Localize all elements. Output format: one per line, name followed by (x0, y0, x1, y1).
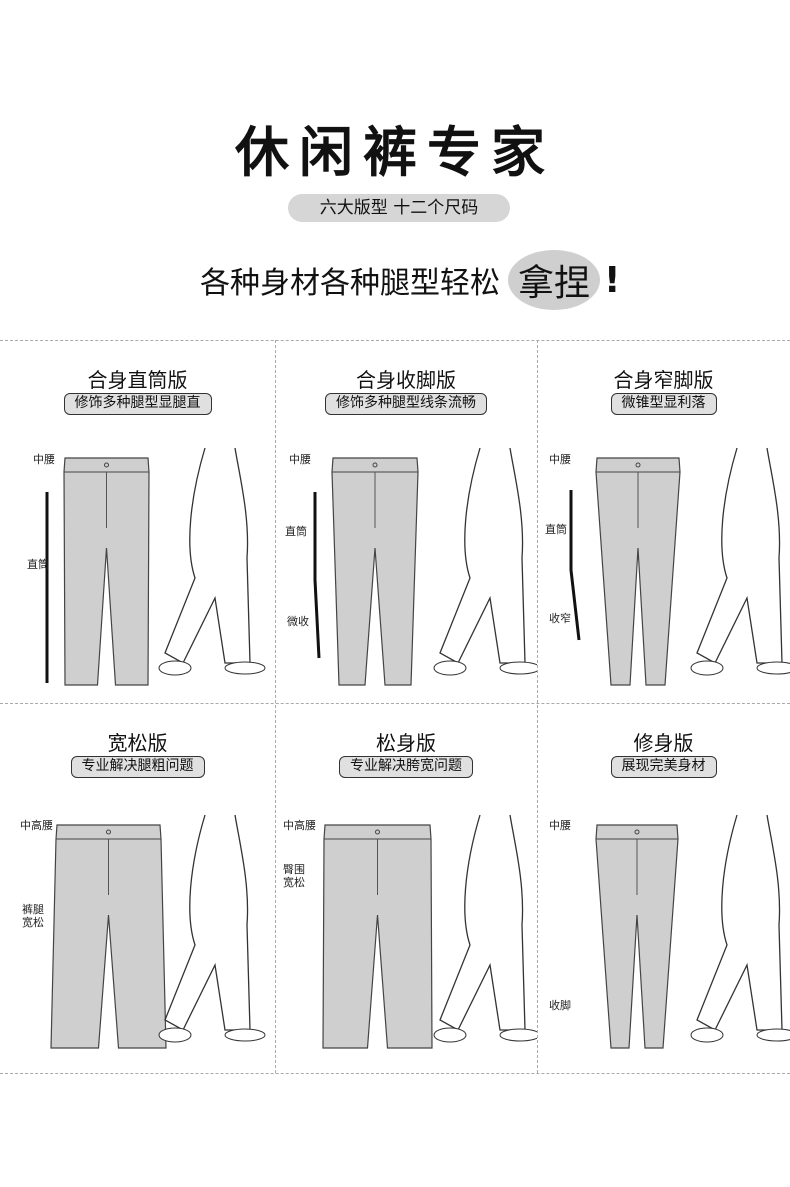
size-badge: 六大版型 十二个尺码 (288, 194, 510, 222)
walking-figure-drawing (164, 814, 251, 1031)
shoe-icon (158, 660, 192, 676)
shoe-icon (224, 1028, 266, 1042)
tagline-emphasis: 拿捏 (508, 250, 601, 310)
divider (0, 1073, 790, 1074)
style-subtitle: 展现完美身材 (610, 756, 717, 778)
annotation-label: 中腰 (549, 819, 571, 832)
button-icon (635, 462, 641, 468)
walking-figure-drawing (439, 814, 526, 1031)
pants-front-drawing (322, 824, 433, 1049)
button-icon (106, 829, 111, 835)
annotation-label: 直筒 (285, 525, 307, 538)
style-subtitle: 专业解决腿粗问题 (70, 756, 205, 778)
pants-illustration (313, 447, 537, 686)
style-title: 修身版 (633, 731, 694, 755)
button-icon (634, 829, 640, 835)
shoe-icon (690, 1027, 724, 1043)
annotation-label: 收脚 (549, 999, 571, 1012)
tagline: 各种身材各种腿型轻松 拿捏 ! (200, 250, 620, 310)
tagline-text: 各种身材各种腿型轻松 (200, 266, 500, 301)
style-card: 合身收脚版 修饰多种腿型线条流畅 中腰直筒微收 (275, 340, 537, 703)
divider (0, 340, 790, 341)
divider (0, 703, 790, 704)
style-card: 合身直筒版 修饰多种腿型显腿直 中腰直筒 (0, 340, 275, 703)
shoe-icon (499, 661, 537, 675)
shoe-icon (690, 660, 724, 676)
tagline-exclamation: ! (604, 259, 621, 301)
pants-illustration (569, 447, 790, 686)
button-icon (375, 829, 380, 835)
style-card: 宽松版 专业解决腿粗问题 中高腰裤腿 宽松 (0, 703, 275, 1066)
annotation-label: 微收 (287, 615, 309, 628)
annotation-label: 中腰 (549, 453, 571, 466)
divider (275, 340, 276, 1073)
annotation-label: 裤腿 宽松 (22, 903, 44, 929)
shoe-icon (756, 1028, 790, 1042)
style-title: 合身直筒版 (87, 368, 188, 392)
style-subtitle: 修饰多种腿型显腿直 (63, 393, 212, 415)
annotation-label: 收窄 (549, 612, 571, 625)
annotation-label: 中高腰 (283, 819, 316, 832)
style-subtitle: 微锥型显利落 (610, 393, 717, 415)
style-card: 修身版 展现完美身材 中腰收脚 (537, 703, 790, 1066)
walking-figure-drawing (696, 447, 783, 664)
style-card: 松身版 专业解决胯宽问题 中高腰臀围 宽松 (275, 703, 537, 1066)
pants-front-drawing (331, 457, 419, 686)
walking-figure-drawing (696, 814, 783, 1031)
style-subtitle: 专业解决胯宽问题 (339, 756, 473, 778)
walking-figure-drawing (439, 447, 526, 664)
pants-illustration (50, 814, 266, 1049)
button-icon (104, 462, 109, 468)
button-icon (372, 462, 378, 468)
pants-front-drawing (50, 824, 167, 1049)
annotation-label: 中腰 (289, 453, 311, 466)
pants-illustration (45, 447, 266, 686)
style-card: 合身窄脚版 微锥型显利落 中腰直筒收窄 (537, 340, 790, 703)
shape-guide-line (313, 492, 321, 659)
pants-front-drawing (595, 457, 681, 686)
shoe-icon (756, 661, 790, 675)
style-title: 松身版 (376, 731, 436, 755)
shoe-icon (433, 660, 467, 676)
annotation-label: 中腰 (33, 453, 55, 466)
shoe-icon (499, 1028, 537, 1042)
style-title: 合身窄脚版 (613, 368, 714, 392)
shoe-icon (224, 661, 266, 675)
page-title: 休闲裤专家 (235, 121, 555, 184)
walking-figure-drawing (164, 447, 251, 664)
shape-guide-line (569, 490, 581, 641)
shoe-icon (433, 1027, 467, 1043)
pants-illustration (595, 814, 790, 1049)
pants-front-drawing (595, 824, 679, 1049)
pants-illustration (322, 814, 537, 1049)
annotation-label: 臀围 宽松 (283, 863, 305, 889)
style-title: 合身收脚版 (356, 368, 456, 392)
style-title: 宽松版 (107, 731, 168, 755)
pants-front-drawing (63, 457, 150, 686)
divider (537, 340, 538, 1073)
annotation-label: 直筒 (27, 558, 49, 571)
style-subtitle: 修饰多种腿型线条流畅 (325, 393, 487, 415)
annotation-label: 中高腰 (20, 819, 53, 832)
shoe-icon (158, 1027, 192, 1043)
annotation-label: 直筒 (545, 523, 567, 536)
